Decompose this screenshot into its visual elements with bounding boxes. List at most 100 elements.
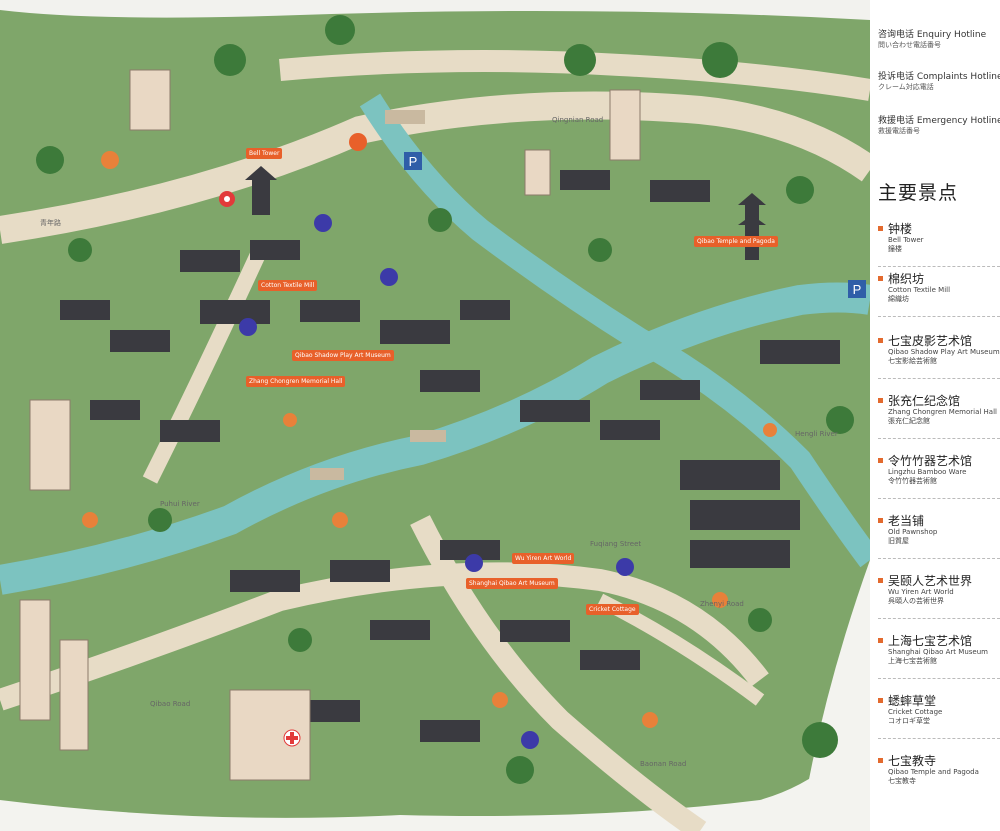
spot-name-cn: 蟋蟀草堂 [888, 694, 937, 708]
spot-name-cn: 七宝教寺 [888, 754, 937, 768]
pin-art-museum[interactable]: Shanghai Qibao Art Museum [466, 578, 558, 589]
spot-art-museum[interactable]: 上海七宝艺术馆 Shanghai Qibao Art Museum 上海七宝芸術… [878, 634, 1000, 679]
river-puhui [0, 282, 870, 595]
pin-cricket[interactable]: Cricket Cottage [586, 604, 639, 615]
map-illustration: P P [0, 0, 870, 831]
road-north [279, 50, 870, 101]
spot-temple[interactable]: 七宝教寺 Qibao Temple and Pagoda 七宝教寺 [878, 754, 998, 786]
spot-name-en: Qibao Shadow Play Art Museum [888, 348, 1000, 356]
legend-title: 主要景点 [878, 182, 959, 204]
restroom-icons [239, 214, 634, 749]
bullet-icon [878, 578, 883, 583]
spot-name-jp: 七宝教寺 [888, 777, 916, 785]
parking-icon-2: P [848, 280, 866, 298]
spot-name-jp: 綿織坊 [888, 295, 909, 303]
pin-cotton-mill[interactable]: Cotton Textile Mill [258, 280, 318, 291]
road-label-puhui: Puhui River [160, 500, 200, 508]
spot-name-cn: 吴颐人艺术世界 [888, 574, 973, 588]
hotline-label: 救援电话 Emergency Hotline [878, 116, 1000, 126]
road-label-qingnian: Qingnian Road [552, 116, 604, 124]
spot-name-cn: 钟楼 [888, 222, 913, 236]
autumn-trees [82, 151, 777, 728]
bullet-icon [878, 338, 883, 343]
divider [878, 438, 1000, 439]
spot-name-cn: 棉织坊 [888, 272, 925, 286]
bridge-north [385, 110, 425, 124]
spot-name-en: Lingzhu Bamboo Ware [888, 468, 967, 476]
hotline-label: 投诉电话 Complaints Hotline [878, 72, 1000, 82]
spot-pawnshop[interactable]: 老当铺 Old Pawnshop 旧質屋 [878, 514, 1000, 559]
spot-shadow-play[interactable]: 七宝皮影艺术馆 Qibao Shadow Play Art Museum 七宝影… [878, 334, 1000, 379]
spot-name-jp: 旧質屋 [888, 537, 909, 545]
divider [878, 266, 1000, 267]
spot-name-cn: 老当铺 [888, 514, 925, 528]
divider [878, 738, 1000, 739]
pin-bell-tower[interactable]: Bell Tower [246, 148, 283, 159]
bullet-icon [878, 276, 883, 281]
divider [878, 378, 1000, 379]
road-label-hengli: Hengli River [795, 430, 838, 438]
tower-buildings [19, 69, 641, 781]
road-label-fuqiang: Fuqiang Street [590, 540, 642, 548]
road-label-qibao: Qibao Road [150, 700, 191, 708]
bullet-icon [878, 458, 883, 463]
bullet-icon [878, 398, 883, 403]
pin-shadow-play[interactable]: Qibao Shadow Play Art Museum [292, 350, 394, 361]
trees [36, 15, 854, 784]
map-panel[interactable]: P P Bell Tower Cotton Textile Mill Qibao… [0, 0, 870, 831]
pin-temple[interactable]: Qibao Temple and Pagoda [694, 236, 778, 247]
road-west [142, 246, 268, 484]
divider [878, 558, 1000, 559]
road-label-zhenyi: Zhenyi Road [700, 600, 744, 608]
hotline-complaints[interactable]: 投诉电话 Complaints Hotline クレーム対応電話 [878, 72, 1000, 92]
spot-name-jp: 上海七宝芸術館 [888, 657, 937, 665]
mist-right [800, 560, 870, 831]
map-ground [0, 0, 870, 831]
road-label-baonan: Baonan Road [640, 760, 687, 768]
bullet-icon [878, 698, 883, 703]
bullet-icon [878, 638, 883, 643]
spot-name-jp: 令竹竹器芸術館 [888, 477, 937, 485]
spot-name-jp: 呉頤人の芸術世界 [888, 597, 944, 605]
svg-text:P: P [853, 282, 862, 297]
svg-text:P: P [409, 154, 418, 169]
bullet-icon [878, 758, 883, 763]
pin-zhang[interactable]: Zhang Chongren Memorial Hall [246, 376, 346, 387]
spot-name-en: Zhang Chongren Memorial Hall [888, 408, 997, 416]
spot-bell-tower[interactable]: 钟楼 Bell Tower 鐘楼 [878, 222, 1000, 267]
spot-name-en: Wu Yiren Art World [888, 588, 954, 596]
spot-name-jp: 張充仁紀念館 [888, 417, 930, 425]
hotline-emergency[interactable]: 救援电话 Emergency Hotline 救援電話番号 [878, 116, 1000, 136]
hotline-enquiry[interactable]: 咨询电话 Enquiry Hotline 問い合わせ電話番号 [878, 30, 986, 50]
bullet-icon [878, 518, 883, 523]
location-pin [219, 191, 235, 207]
spot-name-en: Bell Tower [888, 236, 924, 244]
pin-wuyiren[interactable]: Wu Yiren Art World [512, 553, 575, 564]
divider [878, 678, 1000, 679]
spot-wuyiren[interactable]: 吴颐人艺术世界 Wu Yiren Art World 呉頤人の芸術世界 [878, 574, 1000, 619]
road-baonan [410, 515, 707, 831]
divider [878, 498, 1000, 499]
hotline-label-jp: 救援電話番号 [878, 127, 920, 135]
hotline-label-jp: 問い合わせ電話番号 [878, 41, 941, 49]
spot-name-en: Qibao Temple and Pagoda [888, 768, 979, 776]
spot-name-jp: 鐘楼 [888, 245, 902, 253]
parking-icon-1: P [404, 152, 422, 170]
legend-panel: 咨询电话 Enquiry Hotline 問い合わせ電話番号 投诉电话 Comp… [870, 0, 1000, 831]
hotline-label-jp: クレーム対応電話 [878, 83, 934, 91]
road-qingnian [0, 91, 870, 244]
spot-name-cn: 上海七宝艺术馆 [888, 634, 973, 648]
spot-cotton-mill[interactable]: 棉织坊 Cotton Textile Mill 綿織坊 [878, 272, 1000, 317]
bullet-icon [878, 226, 883, 231]
spot-bamboo[interactable]: 令竹竹器艺术馆 Lingzhu Bamboo Ware 令竹竹器芸術館 [878, 454, 1000, 499]
spot-cricket[interactable]: 蟋蟀草堂 Cricket Cottage コオロギ草堂 [878, 694, 1000, 739]
buildings-core [60, 170, 840, 742]
spot-name-jp: 七宝影絵芸術館 [888, 357, 937, 365]
road-south [0, 562, 769, 711]
spot-name-en: Old Pawnshop [888, 528, 938, 536]
spot-name-cn: 令竹竹器艺术馆 [888, 454, 973, 468]
bridge-west [310, 468, 344, 480]
spot-zhang[interactable]: 张充仁纪念馆 Zhang Chongren Memorial Hall 張充仁紀… [878, 394, 1000, 439]
spot-name-cn: 张充仁纪念馆 [888, 394, 961, 408]
road-label-qingnian-cn: 青年路 [40, 219, 61, 227]
